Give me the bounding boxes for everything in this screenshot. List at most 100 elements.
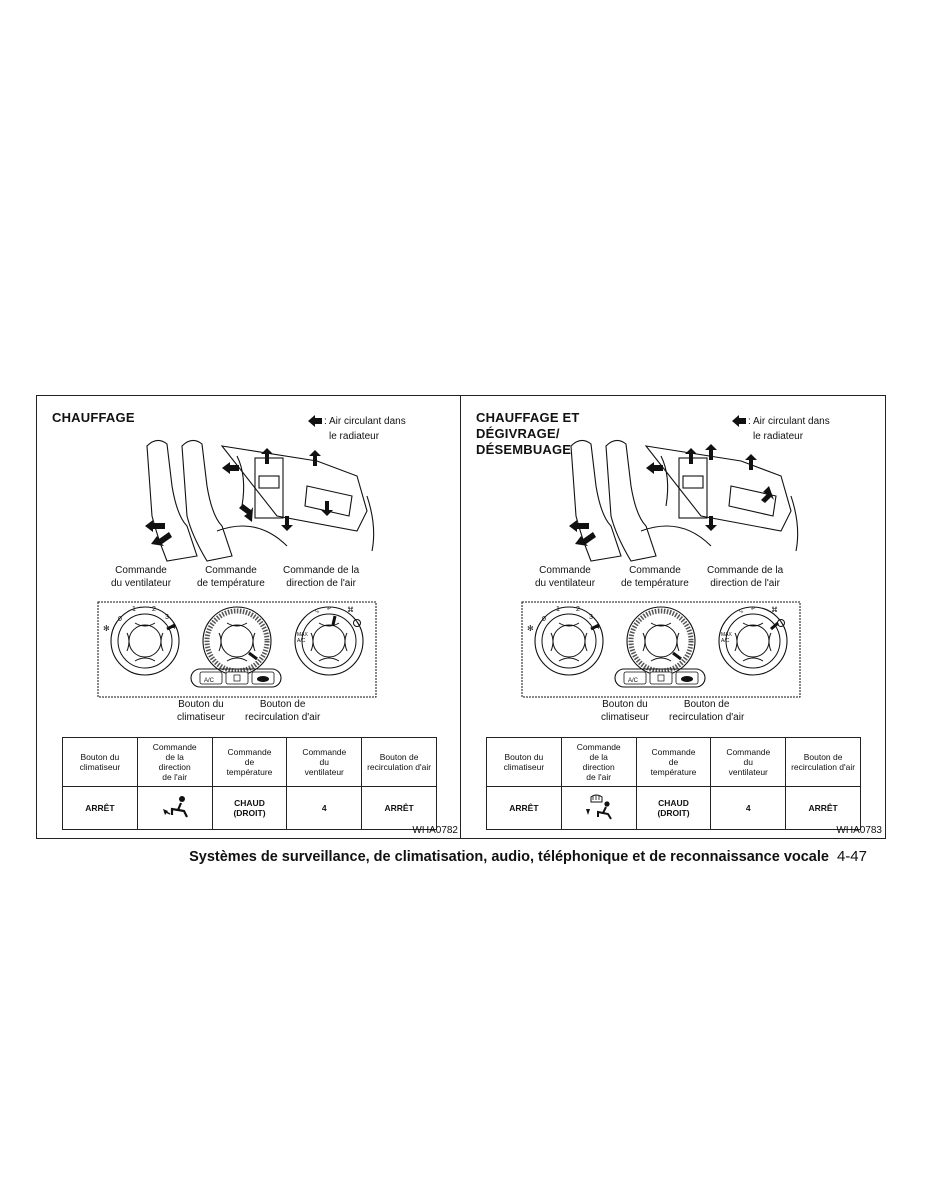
svg-text:MAX: MAX xyxy=(297,632,309,638)
label-line: Commande xyxy=(629,565,681,576)
label-line: Commande de la xyxy=(283,565,360,576)
table-cell: ARRÊT xyxy=(486,786,562,830)
figure-code: WHA0782 xyxy=(412,825,458,836)
air-direction-control-label: Commande de la direction de l'air xyxy=(283,564,359,590)
svg-text:A/C: A/C xyxy=(628,678,639,684)
fan-control-label: Commande du ventilateur xyxy=(111,564,171,590)
ac-button-label: Bouton du climatiseur xyxy=(601,698,649,724)
legend-line: : Air circulant dans xyxy=(748,416,830,427)
svg-text:A/C: A/C xyxy=(204,678,215,684)
table-cell xyxy=(136,786,213,830)
label-line: Bouton du xyxy=(178,699,224,710)
fan-control-dial[interactable] xyxy=(534,606,604,676)
svg-text:⌘: ⌘ xyxy=(771,606,778,614)
air-direction-control-dial[interactable] xyxy=(718,606,788,676)
temperature-control-dial[interactable] xyxy=(626,606,696,676)
svg-text:3: 3 xyxy=(165,614,169,621)
ac-button[interactable]: A/C xyxy=(623,671,647,685)
title-line: DÉGIVRAGE/ xyxy=(476,426,560,441)
svg-text:3: 3 xyxy=(589,614,593,621)
fan-control-label: Commande du ventilateur xyxy=(535,564,595,590)
label-line: Commande xyxy=(115,565,167,576)
label-line: climatiseur xyxy=(177,712,225,723)
floor-mode-icon xyxy=(162,796,188,818)
recirculation-button[interactable] xyxy=(675,671,699,685)
temperature-control-label: Commande de température xyxy=(621,564,689,590)
air-direction-control-label: Commande de la direction de l'air xyxy=(707,564,783,590)
legend-line: : Air circulant dans xyxy=(324,416,406,427)
svg-text:⤷: ⤷ xyxy=(315,608,319,615)
rear-defrost-button[interactable] xyxy=(649,671,673,685)
air-flow-arrow-icon xyxy=(308,415,322,427)
climate-control-panel: 0 1 2 3 4 ✻ MAX A/C ⤷ ⤶ ⌘ A/C xyxy=(521,601,801,698)
svg-text:0: 0 xyxy=(542,616,546,623)
svg-text:A/C: A/C xyxy=(721,638,730,644)
table-cell: CHAUD(DROIT) xyxy=(635,786,712,830)
legend: : Air circulant dans le radiateur xyxy=(732,414,883,444)
label-line: Bouton du xyxy=(602,699,648,710)
table-cell: ARRÊT xyxy=(361,786,437,830)
svg-text:⤷: ⤷ xyxy=(739,608,743,615)
label-line: direction de l'air xyxy=(286,578,356,589)
car-interior-illustration xyxy=(569,439,799,562)
air-flow-arrow-icon xyxy=(732,415,746,427)
legend: : Air circulant dans le radiateur xyxy=(308,414,459,444)
fan-control-dial[interactable] xyxy=(110,606,180,676)
label-line: recirculation d'air xyxy=(245,712,321,723)
recirculation-button-label: Bouton de recirculation d'air xyxy=(669,698,744,724)
label-line: climatiseur xyxy=(601,712,649,723)
table-cell: 4 xyxy=(710,786,787,830)
label-line: direction de l'air xyxy=(710,578,780,589)
ac-button[interactable]: A/C xyxy=(199,671,223,685)
svg-text:2: 2 xyxy=(576,606,580,613)
floor-defrost-mode-icon xyxy=(585,794,612,820)
figure-code: WHA0783 xyxy=(836,825,882,836)
svg-text:2: 2 xyxy=(152,606,156,613)
temperature-control-dial[interactable] xyxy=(202,606,272,676)
table-cell: ARRÊT xyxy=(785,786,861,830)
label-line: de température xyxy=(621,578,689,589)
svg-text:✻: ✻ xyxy=(103,624,110,633)
ac-button-label: Bouton du climatiseur xyxy=(177,698,225,724)
svg-text:⌘: ⌘ xyxy=(347,606,354,614)
label-line: du ventilateur xyxy=(111,578,172,589)
air-direction-control-dial[interactable] xyxy=(294,606,364,676)
svg-text:A/C: A/C xyxy=(297,638,306,644)
footer-section-title: Systèmes de surveillance, de climatisati… xyxy=(189,849,829,865)
label-line: Bouton de xyxy=(683,699,730,710)
svg-text:✻: ✻ xyxy=(527,624,534,633)
svg-text:0: 0 xyxy=(118,616,122,623)
title-line: DÉSEMBUAGE xyxy=(476,442,572,457)
table-row: ARRÊT CHAUD(DROIT) 4 ARRÊT xyxy=(486,786,861,830)
label-line: de température xyxy=(197,578,265,589)
label-line: Commande xyxy=(539,565,591,576)
table-cell xyxy=(560,786,637,830)
svg-text:⤶: ⤶ xyxy=(751,605,755,612)
figure-heating-defrost: CHAUFFAGE ET DÉGIVRAGE/ DÉSEMBUAGE : Air… xyxy=(460,395,886,839)
label-line: Commande xyxy=(205,565,257,576)
page-number: 4-47 xyxy=(836,848,867,865)
title-line: CHAUFFAGE xyxy=(52,410,135,425)
svg-text:4: 4 xyxy=(172,624,176,631)
legend-line: le radiateur xyxy=(753,431,804,442)
svg-text:⤶: ⤶ xyxy=(327,605,331,612)
svg-text:4: 4 xyxy=(596,624,600,631)
rear-defrost-button[interactable] xyxy=(225,671,249,685)
svg-text:1: 1 xyxy=(556,606,560,613)
label-line: du ventilateur xyxy=(535,578,596,589)
title-line: CHAUFFAGE ET xyxy=(476,410,580,425)
recirculation-button[interactable] xyxy=(251,671,275,685)
svg-text:1: 1 xyxy=(132,606,136,613)
legend-line: le radiateur xyxy=(329,431,380,442)
